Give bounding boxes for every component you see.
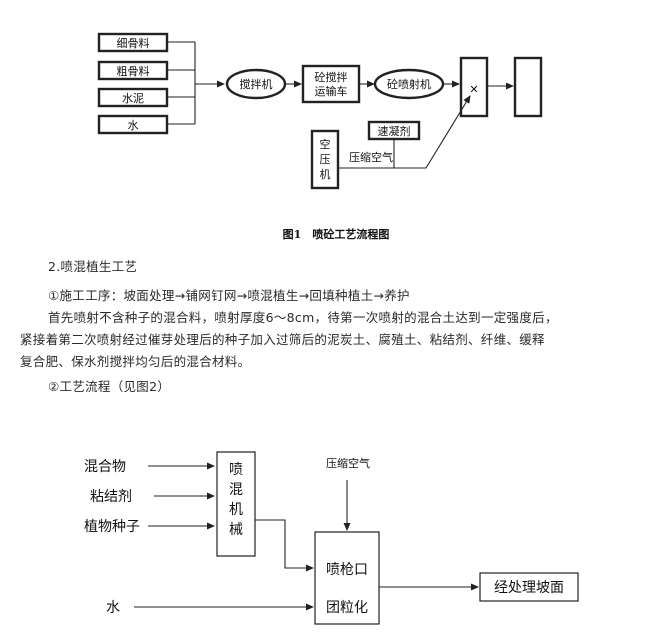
cement-label: 水泥: [122, 92, 144, 105]
plant-seeds-label: 植物种子: [84, 519, 140, 535]
sprayer-label: 砼喷射机: [387, 77, 431, 91]
machine-char-1: 喷: [229, 462, 243, 478]
air-feed-line: [338, 95, 471, 169]
flow-title: ②工艺流程（见图2）: [48, 379, 171, 394]
figure-1-caption: 图1 喷砼工艺流程图: [282, 228, 390, 241]
compressed-air-label-fig2: 压缩空气: [326, 456, 370, 470]
compressor-char-1: 空: [320, 137, 331, 151]
paragraph-line-2: 紧接着第二次喷射经过催芽处理后的种子加入过筛后的泥炭土、腐殖土、粘结剂、纤维、缓…: [20, 332, 545, 347]
input-collector-line: [167, 41, 196, 125]
slope-box: [513, 56, 543, 118]
compressor-char-3: 机: [320, 167, 331, 181]
machine-char-3: 机: [229, 502, 243, 518]
figure-2: 混合物 粘结剂 植物种子 喷 混 机 械 压缩空气 喷枪口 团粒化 水 经处理坡…: [84, 451, 579, 625]
mixer-label: 搅拌机: [240, 77, 273, 91]
spray-gun-label: 喷枪口: [326, 561, 368, 578]
figure-1: 细骨料 粗骨料 水泥 水 搅拌机 砼搅拌 运输车 砼喷射机 ✕ 速凝剂: [97, 32, 543, 190]
fine-aggregate-label: 细骨料: [117, 36, 150, 50]
machine-char-4: 械: [229, 522, 243, 538]
coarse-aggregate-label: 粗骨料: [117, 64, 150, 78]
granulation-label: 团粒化: [326, 600, 368, 616]
concrete-truck-box: [301, 64, 361, 104]
compressed-air-label-fig1: 压缩空气: [349, 150, 393, 164]
binder-label: 粘结剂: [90, 489, 132, 505]
procedure-line: ①施工工序：坡面处理→铺网钉网→喷混植生→回填种植土→养护: [48, 288, 410, 303]
spray-gun-box: [314, 531, 380, 625]
truck-label-line1: 砼搅拌: [315, 70, 348, 84]
water-label-fig2: 水: [106, 600, 120, 616]
air-compressor-box: [310, 129, 340, 190]
machine-char-2: 混: [229, 482, 243, 498]
water-label-fig1: 水: [128, 119, 139, 132]
truck-label-line2: 运输车: [315, 84, 348, 98]
valve-symbol: ✕: [469, 83, 478, 96]
spray-mixing-machine-box: [216, 451, 256, 557]
accelerator-label: 速凝剂: [378, 124, 411, 138]
paragraph-line-3: 复合肥、保水剂搅拌均匀后的混合材料。: [20, 354, 251, 369]
compressor-char-2: 压: [320, 153, 331, 166]
arrow-machine-to-gun: [255, 519, 314, 572]
mixture-label: 混合物: [84, 459, 126, 475]
section-heading: 2.喷混植生工艺: [48, 259, 138, 274]
nozzle-box: [459, 56, 489, 118]
treated-slope-box: [479, 572, 579, 602]
treated-slope-label: 经处理坡面: [494, 580, 564, 596]
paragraph-line-1: 首先喷射不含种子的混合料，喷射厚度6～8cm，待第一次喷射的混合土达到一定强度后…: [48, 310, 558, 325]
